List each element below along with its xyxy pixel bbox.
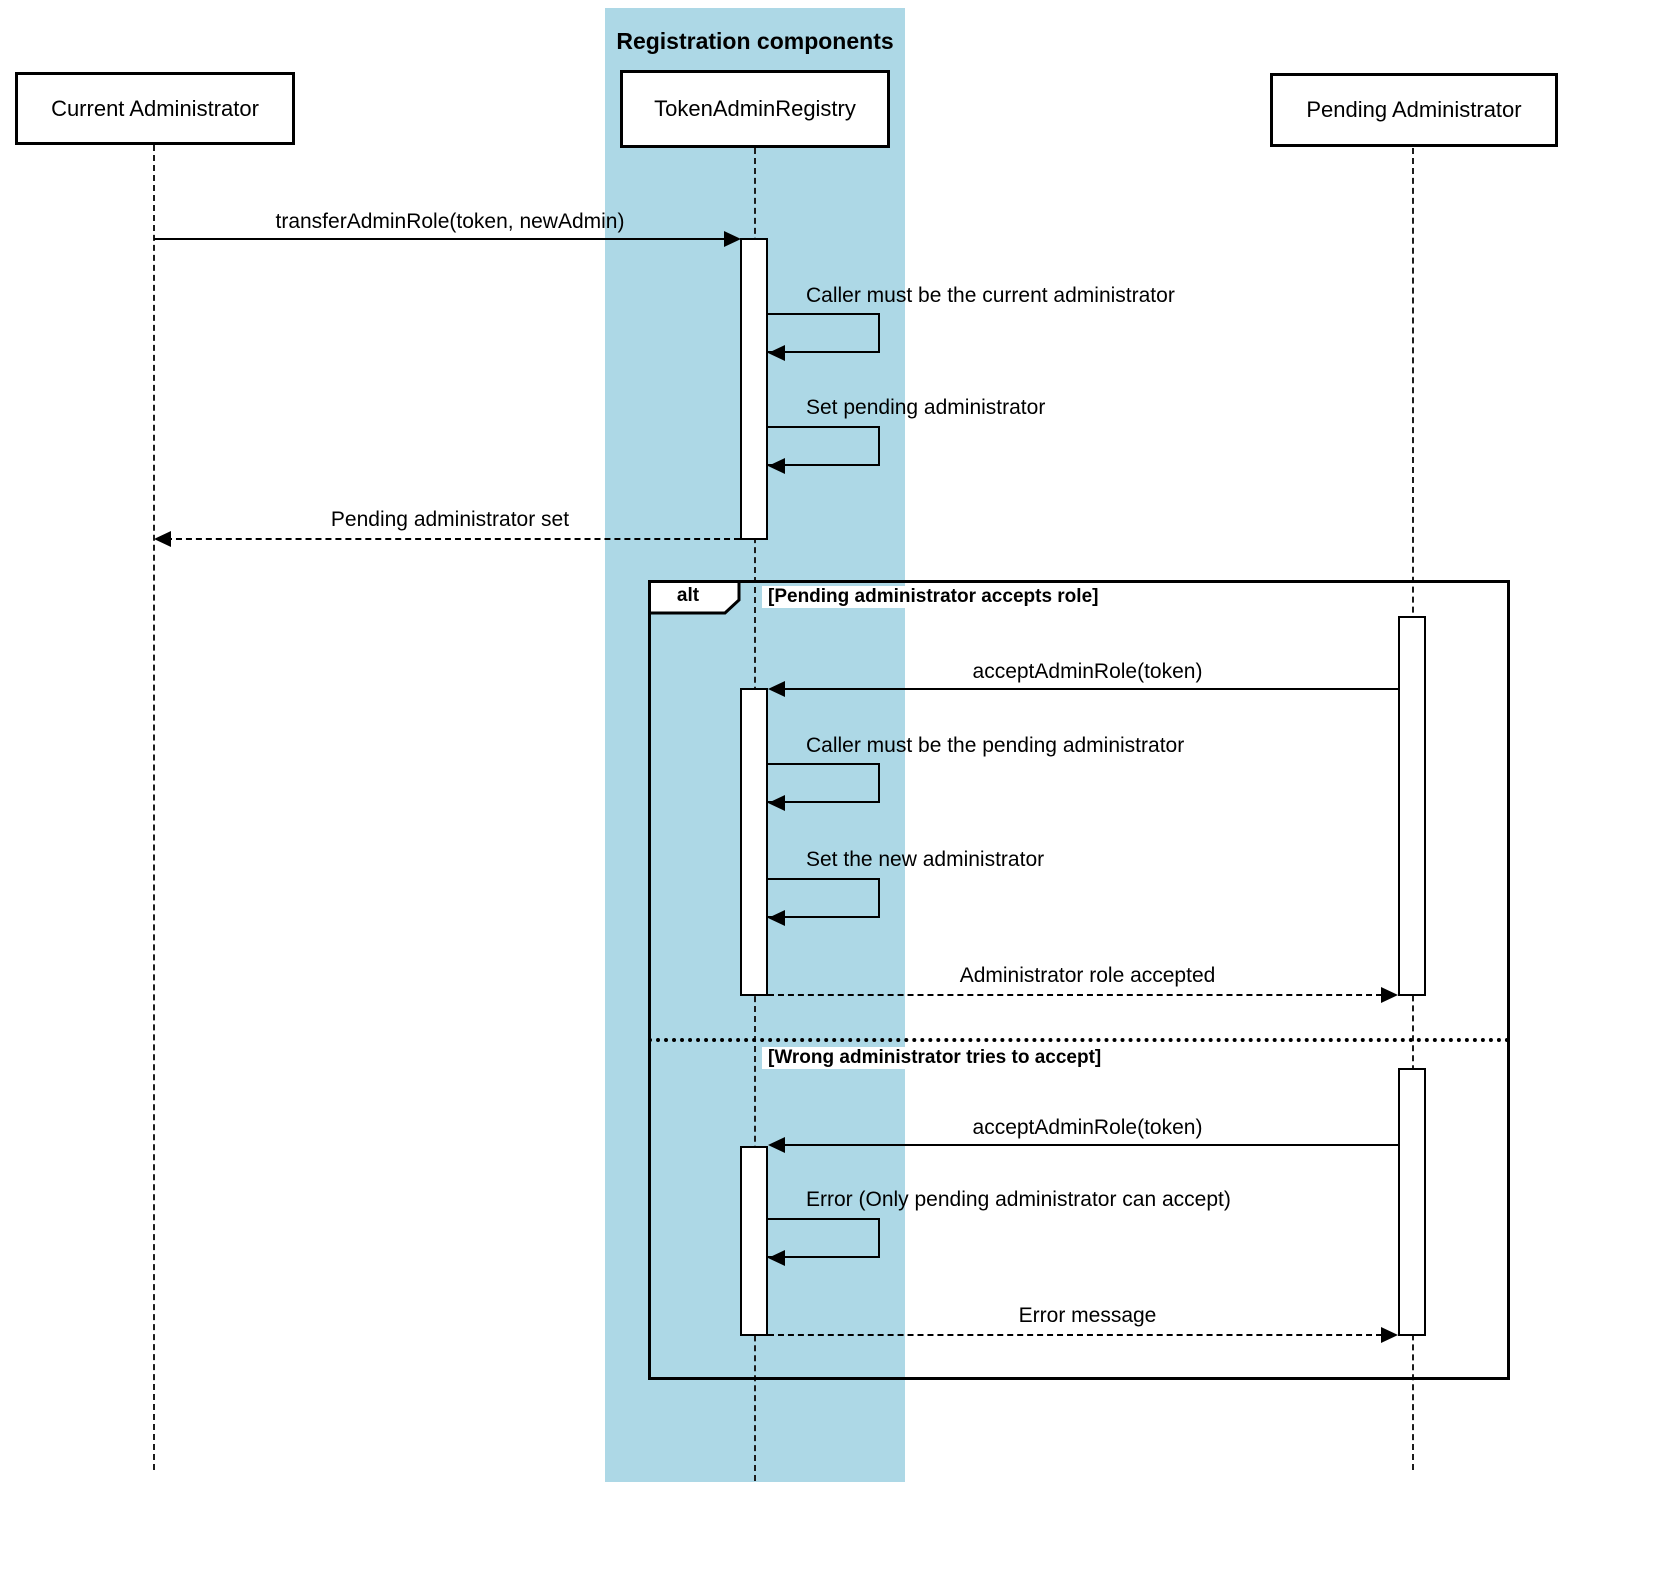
arrowhead-pending-admin-set [154, 531, 171, 547]
message-line-accept-admin-role-2 [784, 1144, 1398, 1146]
arrowhead-accept-admin-role-2 [768, 1137, 785, 1153]
arrowhead-set-new-admin [768, 910, 785, 926]
actor-box-current-administrator: Current Administrator [15, 72, 295, 145]
message-label-caller-must-be-current: Caller must be the current administrator [806, 284, 1175, 307]
message-label-caller-must-be-pending: Caller must be the pending administrator [806, 734, 1185, 757]
activation-registry-accept [740, 688, 768, 996]
arrowhead-transfer-admin-role [724, 231, 741, 247]
arrowhead-role-accepted [1381, 987, 1398, 1003]
message-label-role-accepted: Administrator role accepted [959, 964, 1216, 987]
self-message-loop-caller-pending [768, 763, 880, 803]
message-line-role-accepted [768, 994, 1382, 996]
alt-guard-accepts-role: [Pending administrator accepts role] [762, 586, 1105, 608]
actor-label-pending-administrator: Pending Administrator [1306, 97, 1522, 122]
activation-pending-accept [1398, 616, 1426, 996]
activation-pending-wrong-accept [1398, 1068, 1426, 1336]
self-message-loop-set-new-admin [768, 878, 880, 918]
message-label-set-pending-admin: Set pending administrator [806, 396, 1046, 419]
message-label-set-new-admin: Set the new administrator [806, 848, 1045, 871]
message-label-error-only-pending: Error (Only pending administrator can ac… [806, 1188, 1231, 1211]
message-label-error-message: Error message [1018, 1304, 1157, 1327]
lifeline-current-administrator [153, 145, 155, 1470]
alt-operator-label: alt [676, 585, 700, 606]
arrowhead-accept-admin-role-1 [768, 681, 785, 697]
message-label-accept-admin-role-2: acceptAdminRole(token) [972, 1116, 1203, 1139]
message-line-accept-admin-role-1 [784, 688, 1398, 690]
message-line-transfer-admin-role [154, 238, 726, 240]
alt-section-divider [648, 1038, 1510, 1042]
alt-guard-wrong-admin: [Wrong administrator tries to accept] [762, 1047, 1108, 1069]
arrowhead-caller-current [768, 345, 785, 361]
actor-label-token-admin-registry: TokenAdminRegistry [654, 96, 856, 121]
alt-tab-shape [648, 580, 741, 615]
arrowhead-error [768, 1250, 785, 1266]
actor-box-pending-administrator: Pending Administrator [1270, 73, 1558, 147]
alt-frame [648, 580, 1510, 1380]
activation-registry-transfer [740, 238, 768, 540]
actor-label-current-administrator: Current Administrator [51, 95, 259, 121]
message-line-error-message [768, 1334, 1382, 1336]
message-label-pending-admin-set: Pending administrator set [330, 508, 570, 531]
arrowhead-error-message [1381, 1327, 1398, 1343]
actor-box-token-admin-registry: TokenAdminRegistry [620, 70, 890, 148]
arrowhead-set-pending [768, 458, 785, 474]
self-message-loop-set-pending [768, 426, 880, 466]
message-label-accept-admin-role-1: acceptAdminRole(token) [972, 660, 1203, 683]
activation-registry-wrong-accept [740, 1146, 768, 1336]
message-line-pending-admin-set [166, 538, 740, 540]
arrowhead-caller-pending [768, 795, 785, 811]
message-label-transfer-admin-role: transferAdminRole(token, newAdmin) [275, 210, 625, 233]
self-message-loop-error [768, 1218, 880, 1258]
self-message-loop-caller-current [768, 313, 880, 353]
band-title: Registration components [616, 28, 894, 54]
